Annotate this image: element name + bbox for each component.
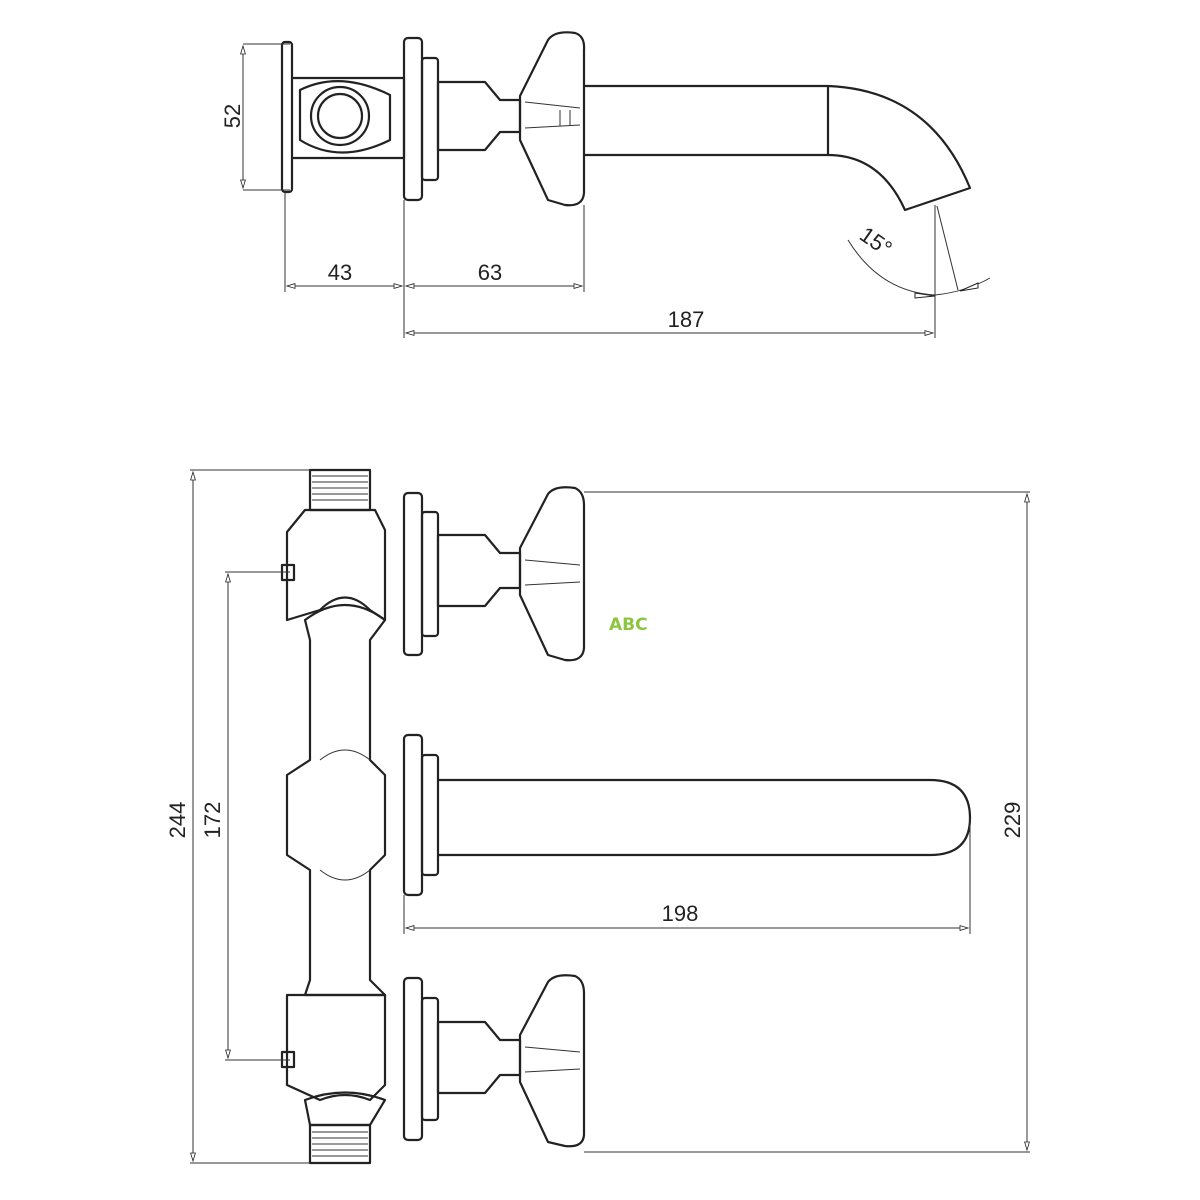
top-dimensions: 52 43 63 187 15°	[220, 43, 991, 338]
mixer-body	[292, 76, 406, 160]
front-dimensions: 244 172 229 198	[165, 469, 1030, 1164]
dim-198: 198	[662, 901, 699, 926]
dim-172: 172	[200, 802, 225, 839]
dim-height-52: 52	[220, 104, 245, 128]
dim-63: 63	[478, 260, 502, 285]
top-valve-front	[402, 486, 586, 662]
dim-43: 43	[328, 260, 352, 285]
wall-plate	[280, 40, 294, 194]
dim-187: 187	[668, 307, 705, 332]
spout-front	[402, 733, 972, 897]
top-view: 52 43 63 187 15°	[220, 31, 991, 338]
dim-angle-15: 15°	[855, 222, 897, 262]
top-flange	[402, 36, 440, 202]
mixer-body-column	[280, 468, 387, 1165]
dim-244: 244	[165, 802, 190, 839]
dim-229: 229	[1000, 802, 1025, 839]
top-spout	[584, 84, 972, 212]
front-view: 244 172 229 198 ABC	[165, 468, 1030, 1165]
top-valve	[436, 31, 586, 207]
bottom-valve-front	[402, 974, 586, 1148]
watermark-abc: ABC	[609, 615, 648, 635]
